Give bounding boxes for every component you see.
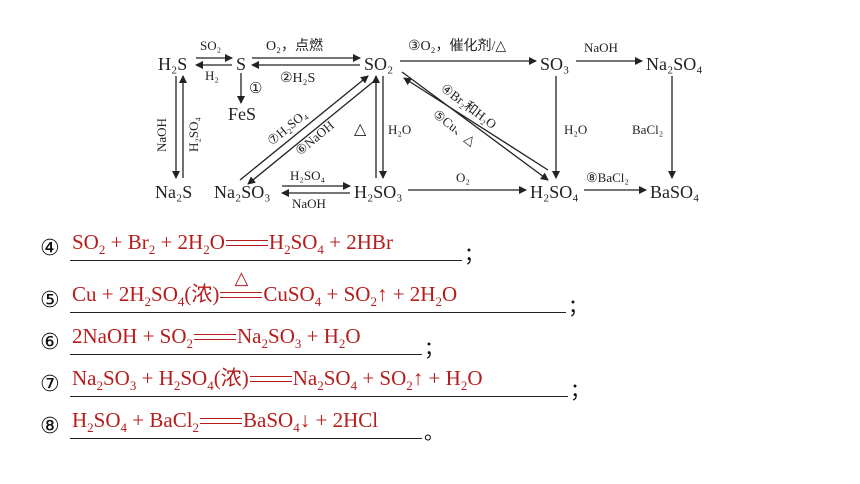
equation-number: ⑤ [40, 288, 60, 313]
label-o2-cat-3: ③O₂，催化剂/△ [408, 38, 506, 54]
arrow-h2so4-to-so2 [403, 77, 549, 171]
equals-sign [225, 238, 268, 250]
node-fes: FeS [228, 104, 256, 124]
equation-end-mark: 。 [424, 420, 444, 444]
node-so2: SO₂ [364, 54, 393, 74]
label-delta-mid: △ [354, 121, 367, 138]
equation-end-mark: ； [464, 242, 484, 266]
label-fe-1: ① [249, 81, 262, 97]
equation-text: Na2SO3 + H2SO4(浓)Na2SO4 + SO2↑ + H2O [72, 365, 483, 393]
label-h2so4-left: H₂SO₄ [186, 116, 201, 152]
answer-line: Cu + 2H2SO4(浓)△CuSO4 + SO2↑ + 2H2O [70, 268, 566, 313]
equation-end-mark: ； [424, 336, 444, 360]
label-o2-mid: O₂ [456, 170, 470, 185]
equation-row-7: ⑦ Na2SO3 + H2SO4(浓)Na2SO4 + SO2↑ + H2O ； [40, 364, 590, 404]
equals-sign [249, 374, 292, 386]
label-h2o-right: H₂O [564, 122, 587, 137]
equation-text: Cu + 2H2SO4(浓)△CuSO4 + SO2↑ + 2H2O [72, 268, 458, 309]
sulfur-conversion-diagram: H₂S S SO₂ SO₃ Na₂SO₄ FeS Na₂S Na₂SO₃ H₂S… [154, 37, 703, 211]
equation-number: ④ [40, 236, 60, 261]
equation-number: ⑧ [40, 414, 60, 439]
equation-end-mark: ； [570, 378, 590, 402]
label-h2o-mid: H₂O [388, 122, 411, 137]
label-naoh-mid: NaOH [292, 196, 326, 211]
label-h2-bottom: H₂ [205, 68, 219, 83]
node-h2s: H₂S [158, 54, 187, 74]
arrow-so2-to-na2so3 [247, 81, 374, 185]
heat-condition: △ [234, 268, 249, 288]
label-o2-burn: O₂，点燃 [266, 37, 323, 54]
label-h2s-2: ②H₂S [280, 71, 315, 86]
node-na2so4-top: Na₂SO₄ [646, 54, 703, 74]
arrow-na2so3-to-so2 [239, 75, 369, 181]
node-na2so3: Na₂SO₃ [214, 182, 271, 202]
node-na2s: Na₂S [155, 182, 192, 202]
node-so3: SO₃ [540, 54, 569, 74]
equation-number: ⑥ [40, 330, 60, 355]
equation-number: ⑦ [40, 372, 60, 397]
label-bacl2-8: ⑧BaCl₂ [586, 170, 629, 185]
label-bacl2-right: BaCl₂ [632, 122, 663, 137]
equals-sign [194, 332, 237, 344]
label-naoh-left: NaOH [154, 118, 169, 152]
equals-sign-heated: △ [220, 268, 263, 302]
label-h2so4-mid: H₂SO₄ [290, 168, 326, 183]
label-naoh-top: NaOH [584, 40, 618, 55]
answer-line: Na2SO3 + H2SO4(浓)Na2SO4 + SO2↑ + H2O [70, 364, 568, 397]
equation-end-mark: ； [568, 294, 588, 318]
node-h2so4: H₂SO₄ [530, 182, 579, 202]
node-baso4: BaSO₄ [650, 182, 699, 202]
arrow-so2-to-h2so4 [401, 71, 549, 181]
equals-sign [200, 416, 243, 428]
equation-row-5: ⑤ Cu + 2H2SO4(浓)△CuSO4 + SO2↑ + 2H2O ； [40, 268, 588, 320]
node-s: S [236, 54, 246, 74]
label-so2-top: SO₂ [200, 38, 221, 53]
node-h2so3: H₂SO₃ [354, 182, 403, 202]
